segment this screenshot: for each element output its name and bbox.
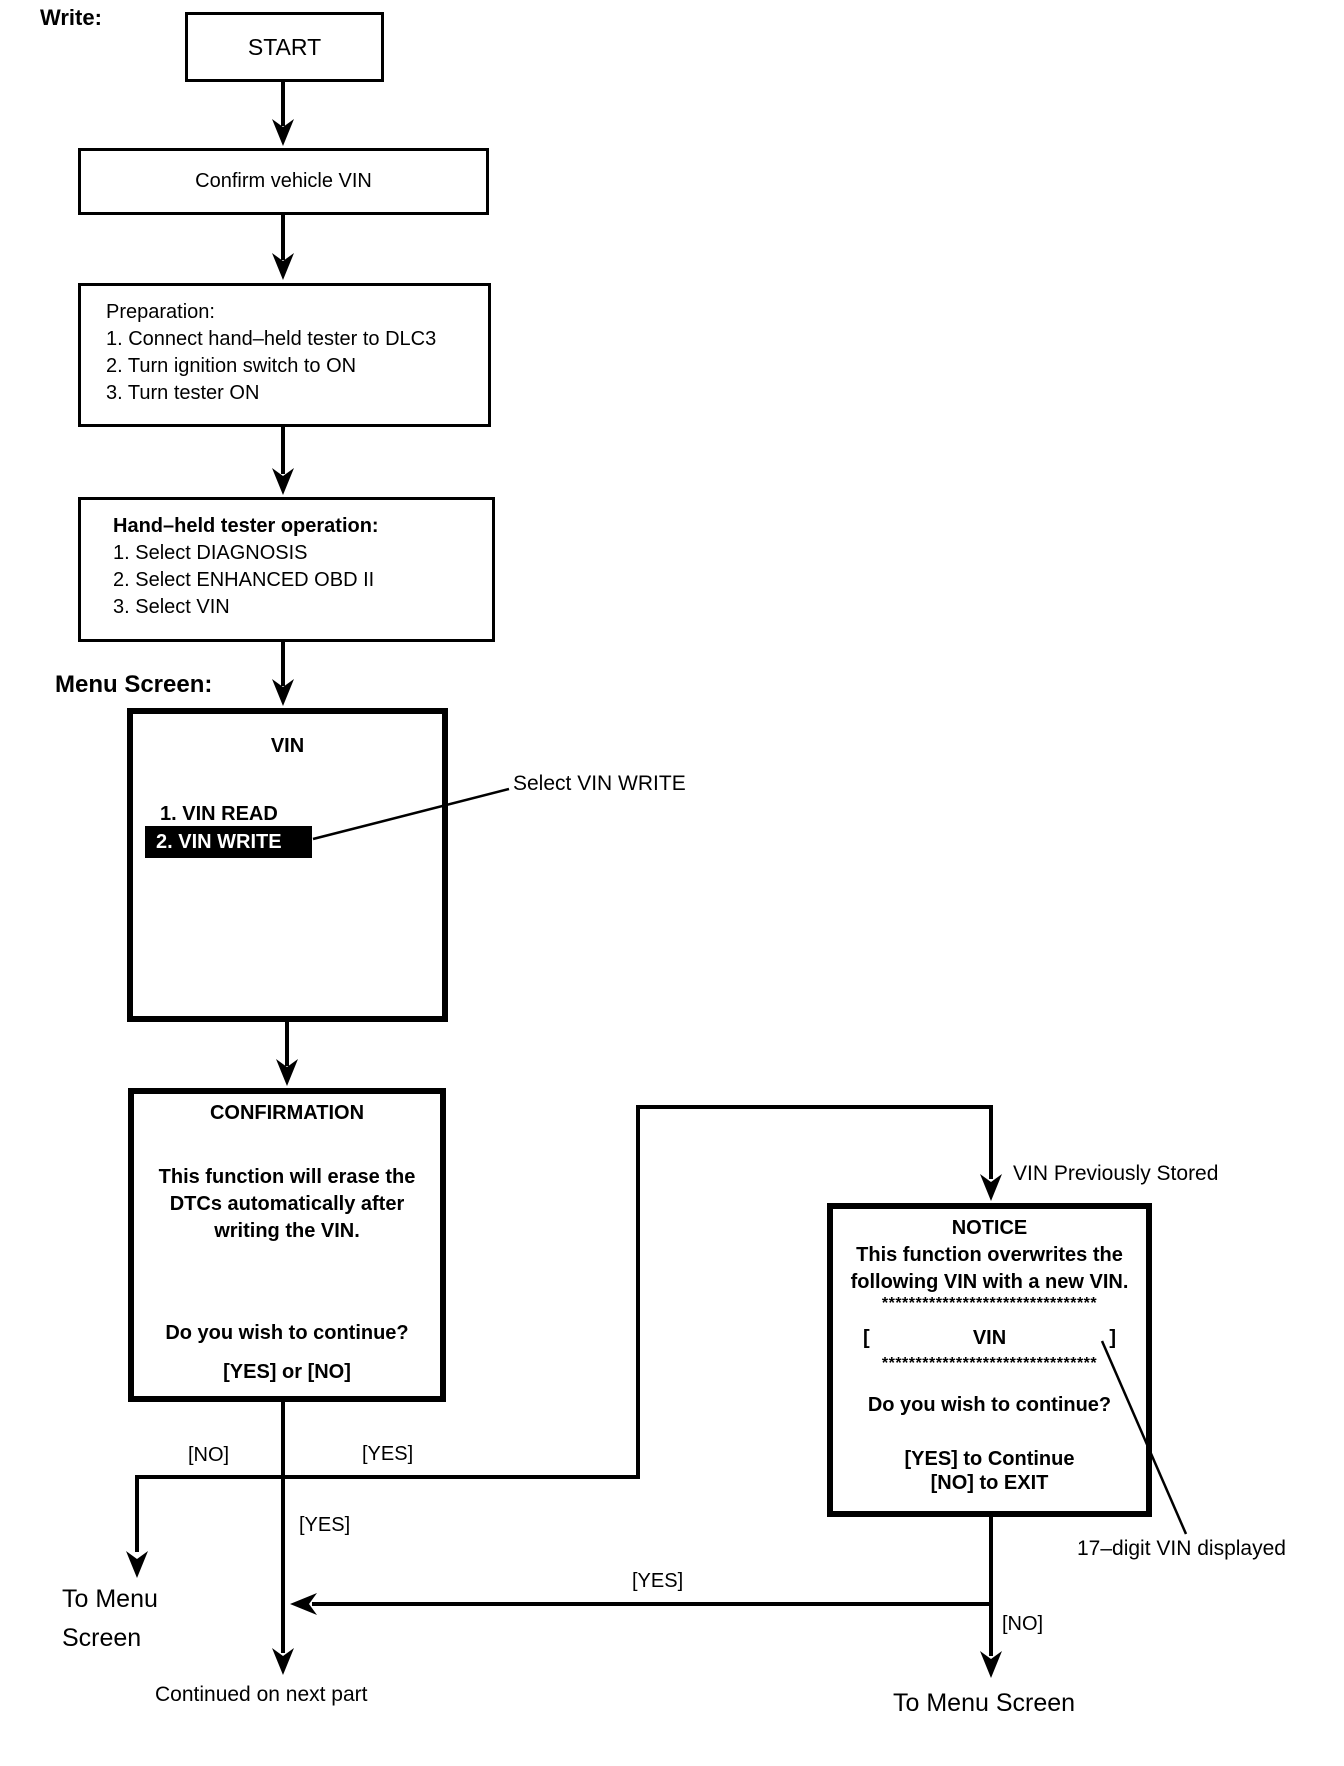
confirmation-body-line: This function will erase the bbox=[158, 1166, 416, 1188]
tester-operation-box: Hand–held tester operation: 1. Select DI… bbox=[78, 497, 495, 642]
branch-label-yes: [YES] bbox=[362, 1443, 414, 1465]
arrowhead bbox=[272, 468, 294, 495]
write-section-label: Write: bbox=[40, 5, 102, 30]
notice-asterisk-row: ******************************** bbox=[881, 1355, 1098, 1372]
continued-on-next-part-label: Continued on next part bbox=[155, 1683, 368, 1706]
vin-field-label: VIN bbox=[972, 1327, 1007, 1349]
tester-operation-step: 2. Select ENHANCED OBD II bbox=[113, 569, 375, 591]
preparation-step: 3. Turn tester ON bbox=[106, 382, 260, 404]
confirmation-body-line: DTCs automatically after bbox=[169, 1193, 405, 1215]
branch-label-yes: [YES] bbox=[299, 1514, 351, 1536]
select-vin-write-callout: Select VIN WRITE bbox=[513, 772, 686, 795]
connector-yes-branch-to-notice bbox=[283, 1105, 993, 1479]
vin-menu-screen: VIN 1. VIN READ 2. VIN WRITE bbox=[127, 708, 448, 1022]
arrowhead bbox=[980, 1174, 1002, 1201]
arrowhead bbox=[272, 119, 294, 146]
preparation-step: 1. Connect hand–held tester to DLC3 bbox=[106, 328, 437, 350]
notice-no-option: [NO] to EXIT bbox=[930, 1472, 1049, 1494]
confirm-vin-box: Confirm vehicle VIN bbox=[78, 148, 489, 215]
confirmation-screen: CONFIRMATION This function will erase th… bbox=[128, 1088, 446, 1402]
notice-vin-row: [ VIN ] bbox=[833, 1327, 1146, 1350]
connector-no-branch bbox=[135, 1475, 285, 1552]
vin-bracket-close: ] bbox=[1109, 1327, 1116, 1349]
branch-label-no: [NO] bbox=[1002, 1613, 1044, 1635]
notice-body-line: This function overwrites the bbox=[856, 1244, 1123, 1266]
vin-menu-title: VIN bbox=[270, 735, 305, 757]
confirmation-body-line: writing the VIN. bbox=[214, 1220, 360, 1242]
notice-body-line: following VIN with a new VIN. bbox=[850, 1271, 1129, 1293]
to-menu-line: Screen bbox=[62, 1624, 142, 1652]
arrowhead bbox=[272, 253, 294, 280]
preparation-step: 2. Turn ignition switch to ON bbox=[106, 355, 357, 377]
branch-label-yes: [YES] bbox=[632, 1570, 684, 1592]
preparation-title: Preparation: bbox=[106, 301, 215, 323]
notice-asterisk-row: ******************************** bbox=[881, 1295, 1098, 1312]
branch-label-no: [NO] bbox=[188, 1444, 230, 1466]
arrowhead bbox=[272, 679, 294, 706]
to-menu-screen-left-label: To Menu Screen bbox=[62, 1580, 158, 1658]
confirmation-title: CONFIRMATION bbox=[209, 1102, 365, 1124]
notice-question: Do you wish to continue? bbox=[867, 1394, 1112, 1416]
menu-screen-section-label: Menu Screen: bbox=[55, 671, 213, 698]
confirmation-options: [YES] or [NO] bbox=[223, 1361, 351, 1383]
start-label: START bbox=[247, 33, 322, 60]
menu-item-vin-write-selected: 2. VIN WRITE bbox=[145, 826, 312, 858]
arrowhead bbox=[272, 1648, 294, 1675]
arrowhead bbox=[126, 1551, 148, 1578]
notice-title: NOTICE bbox=[951, 1217, 1028, 1239]
tester-operation-title: Hand–held tester operation: bbox=[113, 515, 379, 537]
menu-item-vin-read: 1. VIN READ bbox=[160, 803, 278, 825]
start-box: START bbox=[185, 12, 384, 82]
to-menu-screen-right-label: To Menu Screen bbox=[893, 1689, 1076, 1717]
preparation-box: Preparation: 1. Connect hand–held tester… bbox=[78, 283, 491, 427]
notice-screen: NOTICE This function overwrites the foll… bbox=[827, 1203, 1152, 1517]
tester-operation-step: 3. Select VIN bbox=[113, 596, 230, 618]
tester-operation-step: 1. Select DIAGNOSIS bbox=[113, 542, 308, 564]
arrowhead-left bbox=[290, 1593, 317, 1615]
to-menu-line: To Menu bbox=[62, 1585, 158, 1613]
arrowhead bbox=[980, 1651, 1002, 1678]
arrowhead bbox=[276, 1059, 298, 1086]
notice-yes-option: [YES] to Continue bbox=[904, 1448, 1075, 1470]
digit-vin-displayed-label: 17–digit VIN displayed bbox=[1077, 1537, 1286, 1560]
confirm-vin-label: Confirm vehicle VIN bbox=[195, 170, 372, 192]
vin-previously-stored-label: VIN Previously Stored bbox=[1013, 1162, 1219, 1185]
confirmation-question: Do you wish to continue? bbox=[165, 1322, 409, 1344]
vin-bracket-open: [ bbox=[863, 1327, 870, 1349]
